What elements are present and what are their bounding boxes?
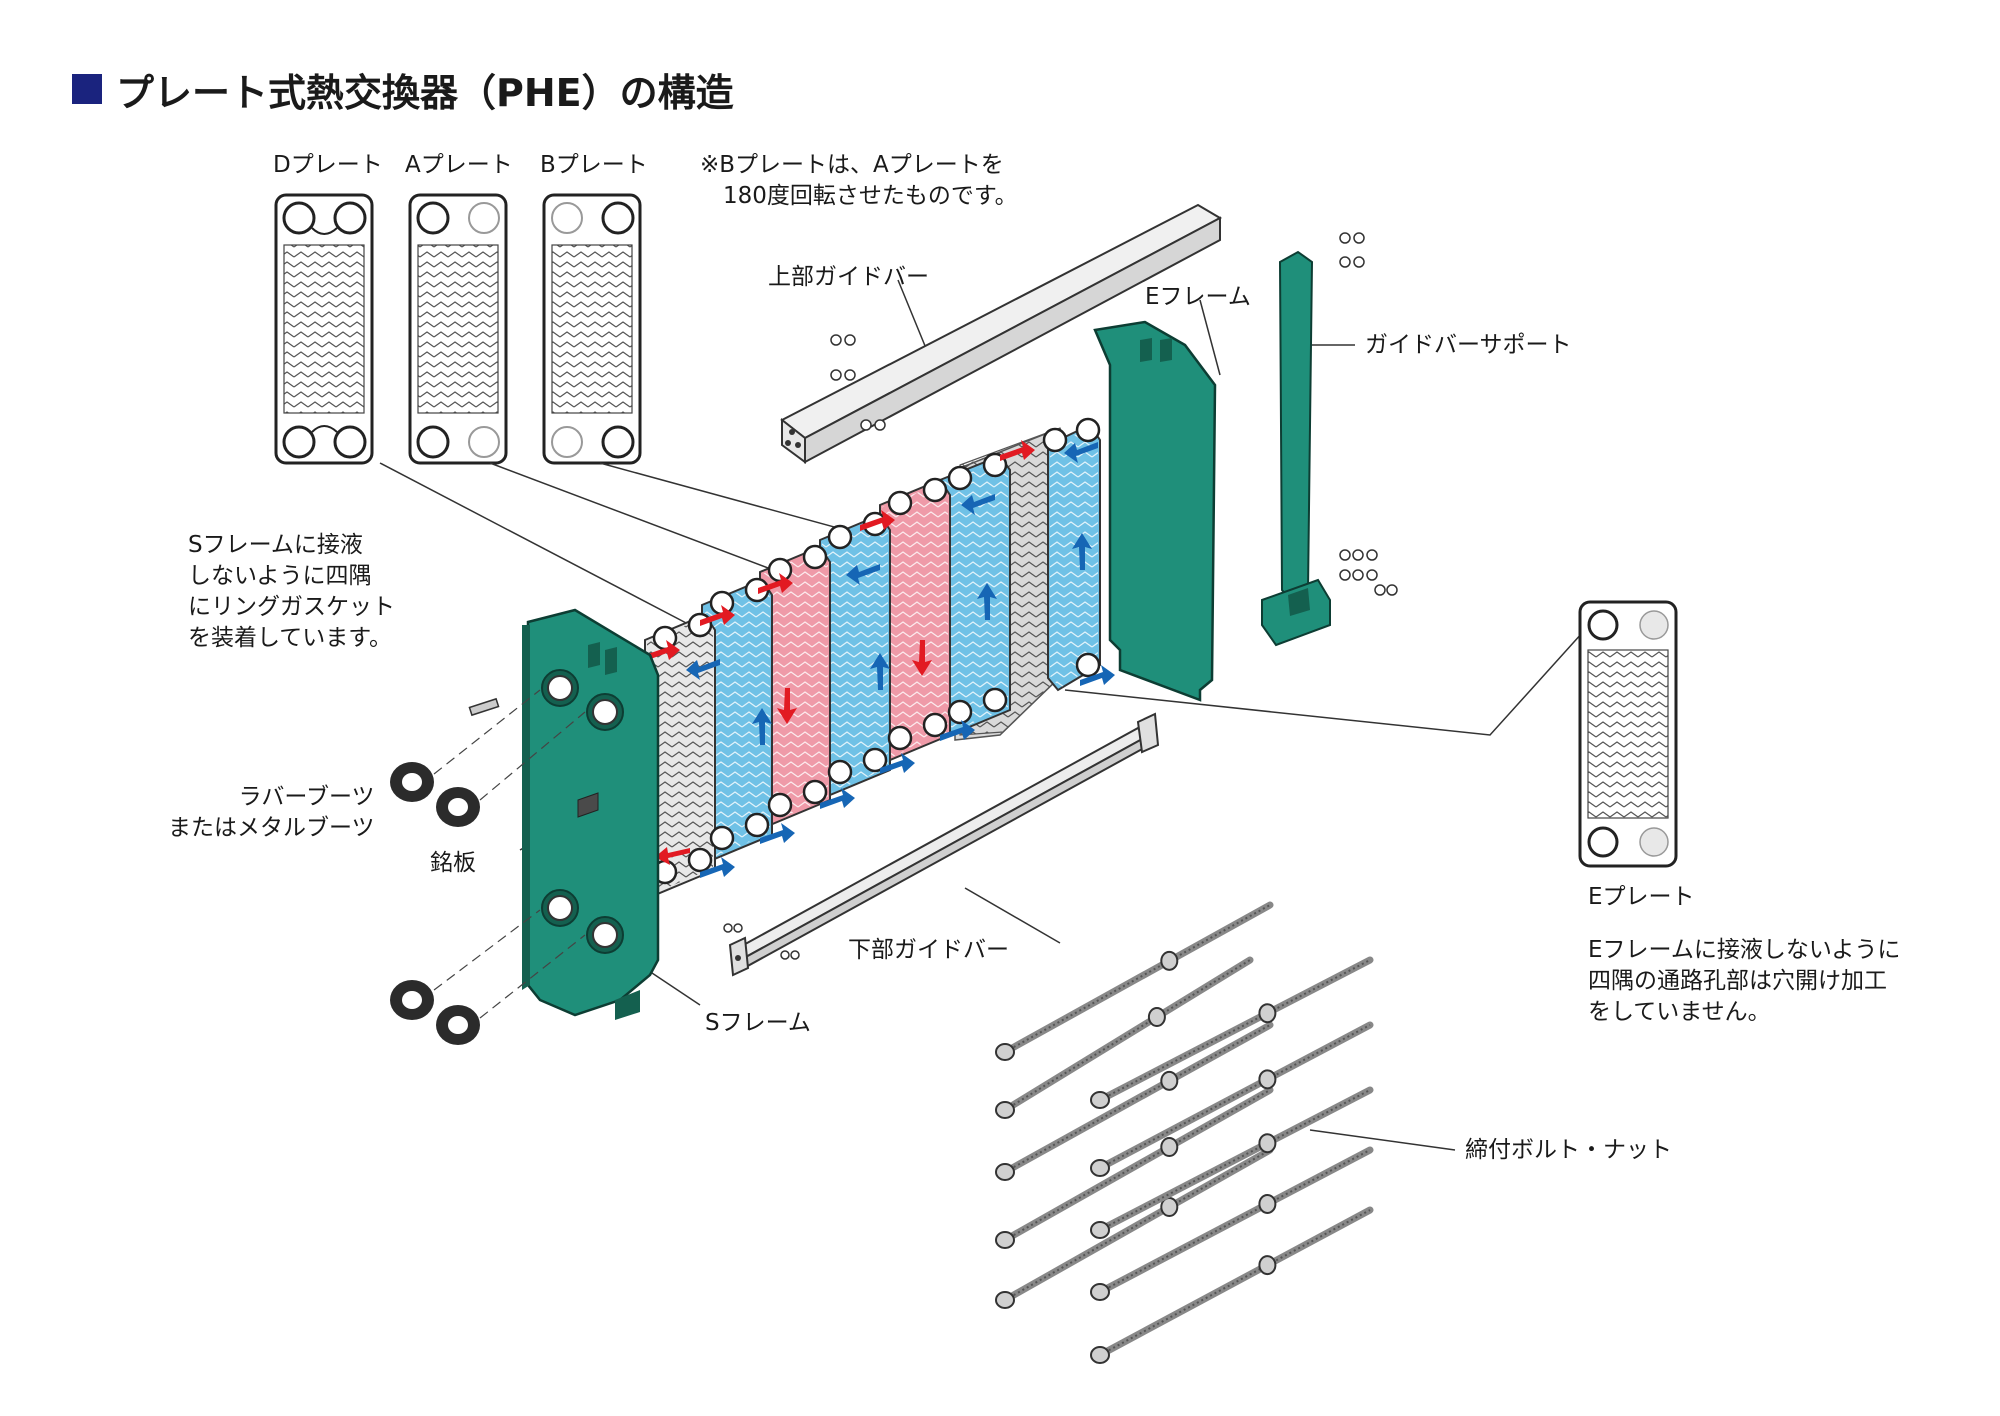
upper-guide-bar: [780, 203, 1223, 464]
rubber-boots: [390, 762, 480, 1045]
tie-bolt-head: [1090, 1221, 1110, 1239]
tie-bolt-nut: [1258, 1133, 1277, 1154]
d-plate: [274, 193, 374, 465]
guide-bar-support-label: ガイドバーサポート: [1365, 332, 1572, 358]
tie-bolt-thread: [1004, 1024, 1271, 1173]
tie-bolt-nut: [1258, 1255, 1277, 1276]
s-frame-note: Sフレームに接液 しないように四隅 にリングガスケット を装着しています。: [188, 532, 395, 652]
tie-bolt-nut: [1160, 1070, 1179, 1091]
tie-bolt-thread: [1099, 1209, 1371, 1356]
lower-bar-bolts: [723, 923, 800, 960]
lower-guide-bar: [728, 712, 1160, 977]
tie-bolt-thread: [1099, 1149, 1371, 1293]
tie-bolt-thread: [1004, 1089, 1271, 1241]
support-bolts: [1339, 549, 1398, 596]
tie-bolt-thread: [1004, 904, 1271, 1053]
tie-bolt-nut: [1160, 950, 1179, 971]
tie-bolt-nut: [1147, 1007, 1166, 1027]
tie-bolt-head: [1090, 1159, 1110, 1177]
tie-bolt-head: [995, 1101, 1015, 1119]
nameplate-label: 銘板: [430, 850, 476, 876]
tie-bolt-thread: [1099, 959, 1371, 1101]
tie-bolt-shaft: [1001, 956, 1254, 1114]
rubber-boots-label: ラバーブーツ またはメタルブーツ: [168, 784, 375, 842]
e-frame: [1093, 320, 1217, 702]
tie-bolt-nut: [1258, 1193, 1277, 1214]
tie-bolt-head: [995, 1291, 1015, 1309]
s-frame-label: Sフレーム: [705, 1010, 811, 1036]
tie-bolt-thread: [1099, 1024, 1371, 1169]
b-plate-label: Bプレート: [540, 152, 648, 178]
page-title: プレート式熱交換器（PHE）の構造: [116, 71, 734, 115]
s-frame-screw: [468, 697, 500, 717]
tie-bolt-nut: [1258, 1069, 1277, 1090]
tie-bolt-nut: [1258, 1003, 1277, 1024]
upper-guide-bar-label: 上部ガイドバー: [768, 264, 929, 290]
upper-bar-bolts: [830, 232, 1365, 431]
tie-bolt-thread: [1099, 1089, 1371, 1231]
bolts-label: 締付ボルト・ナット: [1465, 1137, 1672, 1163]
title-square-icon: [72, 74, 102, 104]
tie-bolt-head: [995, 1231, 1015, 1249]
plate-stack: [644, 417, 1101, 897]
tie-bolt-nut: [1160, 1137, 1179, 1157]
tie-bolt-head: [995, 1043, 1015, 1061]
a-plate: [408, 193, 508, 465]
b-plate: [542, 193, 642, 465]
tie-bolt-head: [995, 1163, 1015, 1181]
b-plate-note: ※Bプレートは、Aプレートを 180度回転させたものです。: [700, 152, 1018, 210]
e-frame-label: Eフレーム: [1145, 284, 1251, 310]
nameplate: [577, 792, 599, 818]
tie-bolt-head: [1090, 1283, 1110, 1301]
e-plate: [1578, 600, 1678, 868]
tie-bolt-thread: [1004, 1149, 1271, 1301]
d-plate-label: Dプレート: [273, 152, 383, 178]
tie-bolt-head: [1090, 1346, 1110, 1364]
lower-guide-bar-label: 下部ガイドバー: [848, 937, 1009, 963]
e-plate-label: Eプレート: [1588, 884, 1695, 910]
e-frame-note: Eフレームに接液しないように 四隅の通路孔部は穴開け加工 をしていません。: [1588, 937, 1901, 1026]
a-plate-label: Aプレート: [405, 152, 513, 178]
top-plates: [274, 193, 642, 465]
tie-bolts: [995, 901, 1374, 1364]
tie-bolt-head: [1090, 1091, 1110, 1109]
boot-dash-lines: [433, 689, 586, 1019]
guide-bar-support: [1261, 250, 1331, 647]
s-frame: [522, 608, 660, 1020]
s-frame-ports: [541, 669, 624, 954]
